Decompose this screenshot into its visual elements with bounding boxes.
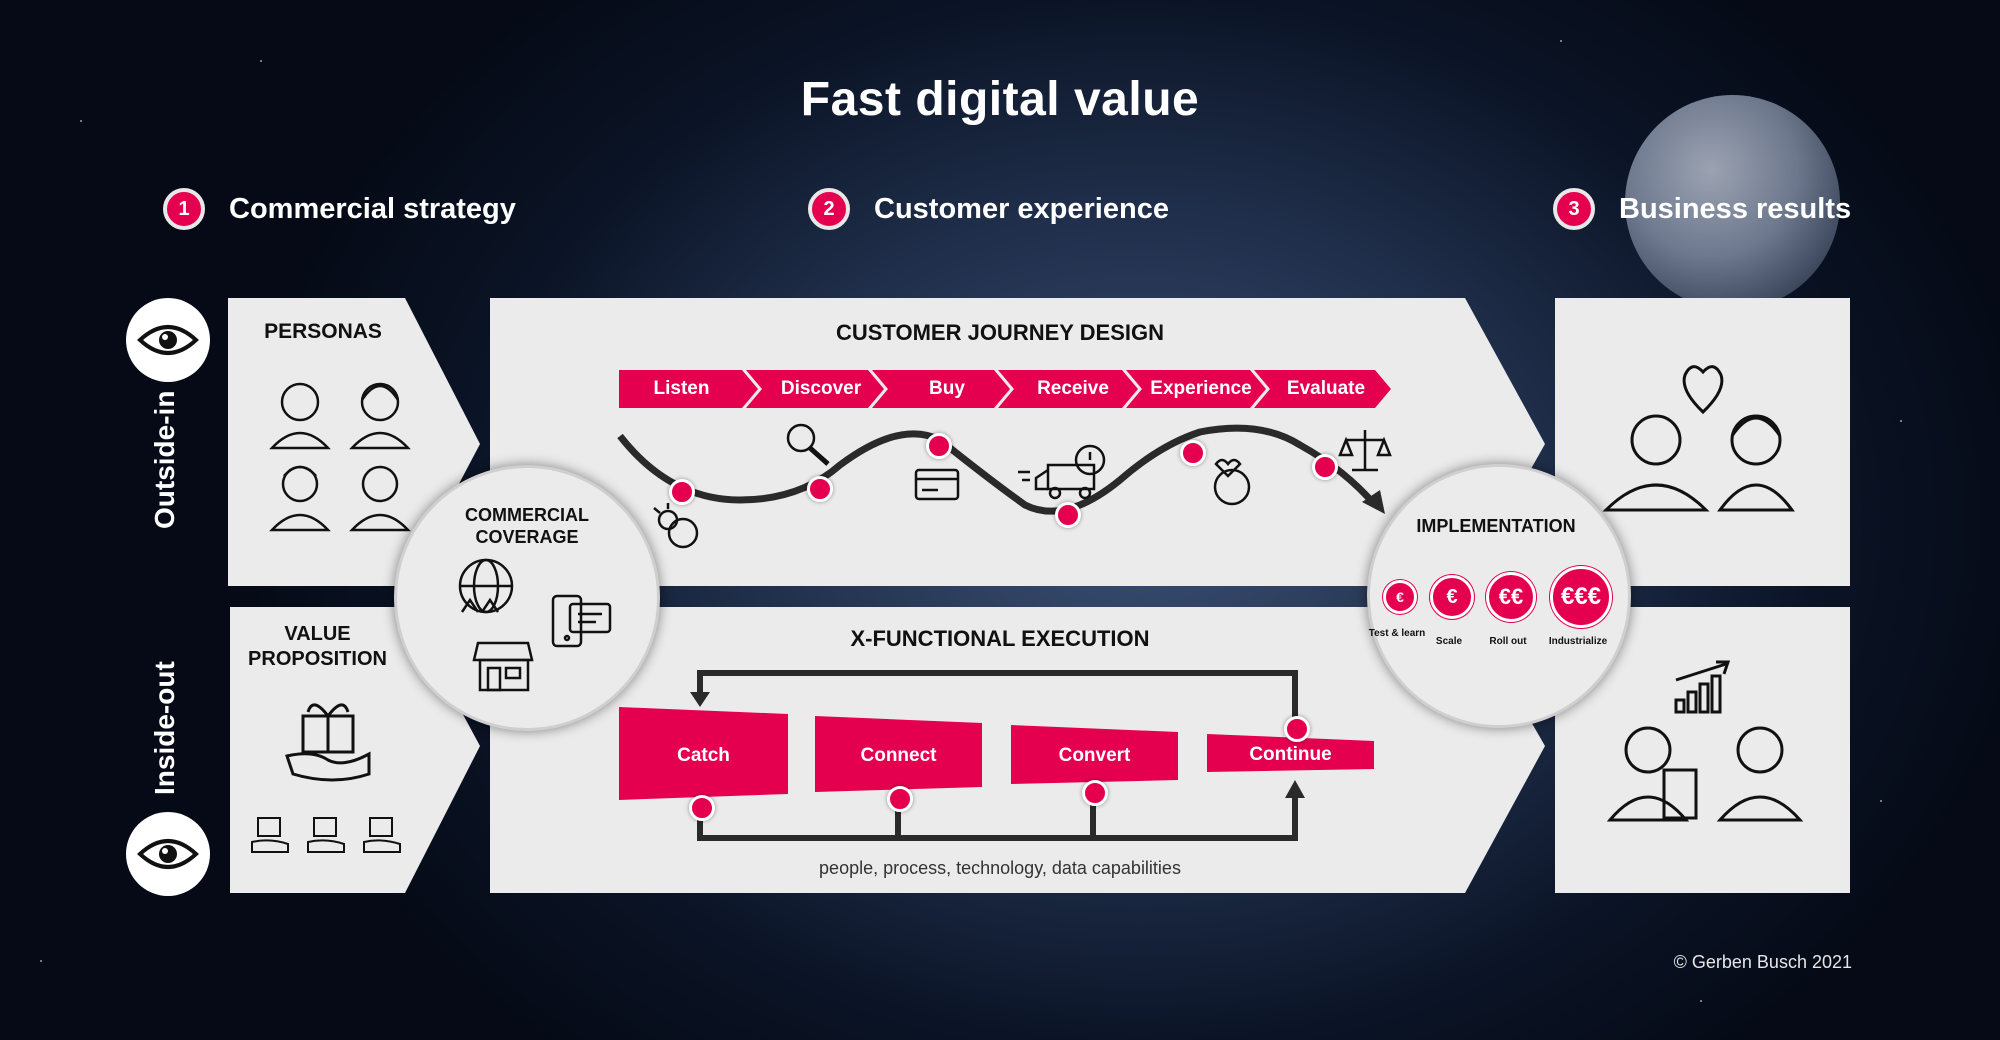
star: [40, 960, 42, 962]
coverage-line2: COVERAGE: [475, 527, 579, 547]
personas-label: PERSONAS: [264, 320, 382, 343]
globe-people-icon: [458, 558, 514, 614]
funnel-connect: [815, 716, 982, 792]
execution-touchpoint: [689, 795, 715, 821]
journey-touchpoint: [926, 433, 952, 459]
euro-roll-out: €€: [1486, 572, 1536, 622]
journey-label: CUSTOMER JOURNEY DESIGN: [835, 320, 1165, 345]
star: [1700, 1000, 1702, 1002]
face-heart-icon: [1213, 458, 1251, 506]
journey-touchpoint: [1180, 440, 1206, 466]
header-commercial-strategy: 1 Commercial strategy: [163, 188, 516, 230]
star: [80, 120, 82, 122]
small-gift-icons: [251, 817, 401, 853]
implementation-label: IMPLEMENTATION: [1416, 516, 1576, 536]
execution-footer: people, process, technology, data capabi…: [819, 858, 1181, 878]
scales-icon: [1338, 430, 1392, 472]
gift-icon: [285, 703, 371, 782]
copyright: © Gerben Busch 2021: [1673, 952, 1852, 972]
growth-chart-icon: [1674, 660, 1731, 714]
journey-touchpoint: [669, 479, 695, 505]
level-label-scale: Scale: [1435, 636, 1463, 647]
journey-touchpoint: [1312, 454, 1338, 480]
euro-industrialize: €€€: [1550, 566, 1612, 628]
journey-step-experience: Experience: [1150, 378, 1252, 399]
card-icon: [914, 468, 960, 501]
value-proposition-panel: [230, 607, 480, 893]
execution-touchpoint: [1284, 716, 1310, 742]
journey-step-listen: Listen: [653, 378, 710, 399]
eye-icon: [126, 812, 210, 896]
header-business-results: 3 Business results: [1553, 188, 1851, 230]
euro-scale: €: [1430, 575, 1474, 619]
step-number-badge: 3: [1553, 188, 1595, 230]
funnel-catch: [619, 707, 788, 800]
idea-icon: [653, 503, 699, 549]
store-icon: [472, 641, 534, 692]
stage-connect: Connect: [860, 745, 937, 766]
stage-convert: Convert: [1058, 745, 1131, 766]
stage-catch: Catch: [677, 745, 730, 766]
star: [1880, 800, 1882, 802]
coverage-label: COMMERCIAL COVERAGE: [420, 504, 634, 548]
delivery-truck-icon: [1018, 444, 1106, 500]
euro-test-learn: €: [1383, 580, 1417, 614]
journey-touchpoint: [807, 476, 833, 502]
header-customer-experience: 2 Customer experience: [808, 188, 1169, 230]
star: [1560, 40, 1562, 42]
journey-step-receive: Receive: [1037, 378, 1109, 399]
header-label: Business results: [1619, 192, 1852, 225]
execution-label: X-FUNCTIONAL EXECUTION: [850, 626, 1150, 651]
header-label: Commercial strategy: [229, 192, 516, 225]
heart-icon: [1682, 365, 1724, 415]
persona-icons: [269, 382, 411, 532]
execution-touchpoint: [1082, 780, 1108, 806]
step-number-badge: 1: [163, 188, 205, 230]
moon: [1625, 95, 1840, 310]
level-label-test-learn: Test & learn: [1368, 628, 1426, 639]
eye-icon: [126, 298, 210, 382]
stage-continue: Continue: [1249, 744, 1332, 765]
journey-touchpoint: [1055, 502, 1081, 528]
level-label-industrialize: Industrialize: [1548, 636, 1608, 647]
coverage-line1: COMMERCIAL: [465, 505, 589, 525]
search-icon: [786, 423, 830, 466]
star: [260, 60, 262, 62]
customers-icon: [1606, 726, 1804, 822]
funnel-convert: [1011, 725, 1178, 784]
couple-icon: [1602, 414, 1795, 512]
journey-step-evaluate: Evaluate: [1286, 378, 1366, 399]
page-title: Fast digital value: [800, 73, 1200, 126]
star: [1900, 420, 1902, 422]
journey-step-discover: Discover: [780, 378, 862, 399]
value-proposition-line1: VALUE: [284, 623, 351, 645]
phone-chat-icon: [551, 594, 612, 648]
journey-step-buy: Buy: [929, 378, 965, 399]
value-proposition-label: VALUE PROPOSITION: [230, 622, 405, 672]
value-proposition-line2: PROPOSITION: [248, 648, 387, 670]
personas-panel: [228, 298, 480, 586]
execution-touchpoint: [887, 786, 913, 812]
level-label-roll-out: Roll out: [1489, 636, 1527, 647]
step-number-badge: 2: [808, 188, 850, 230]
header-label: Customer experience: [874, 192, 1169, 225]
funnel-continue: [1207, 734, 1374, 772]
